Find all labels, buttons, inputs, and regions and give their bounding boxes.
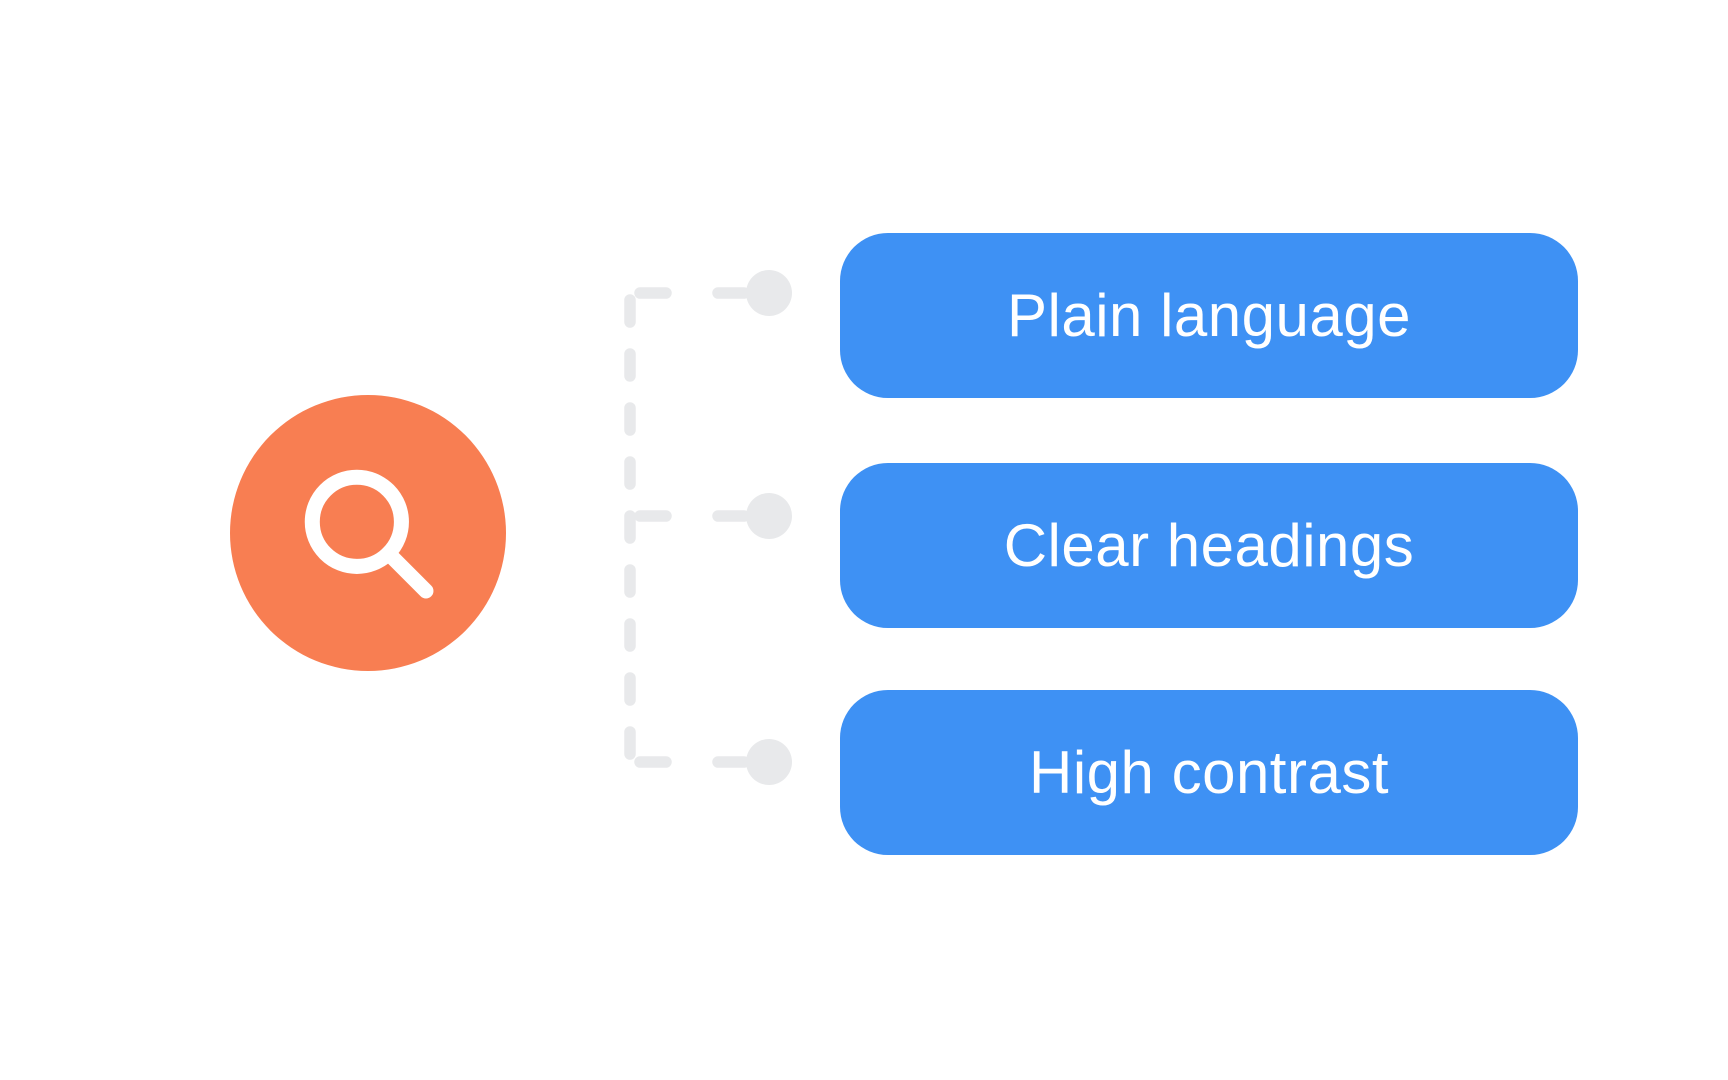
search-icon bbox=[304, 469, 434, 599]
node-label: Plain language bbox=[1006, 282, 1411, 349]
connector-dot bbox=[746, 739, 792, 785]
node-high-contrast[interactable]: High contrast bbox=[840, 690, 1578, 855]
node-clear-headings[interactable]: Clear headings bbox=[840, 463, 1578, 628]
node-label: Clear headings bbox=[1003, 512, 1415, 579]
search-hub-node[interactable] bbox=[230, 395, 506, 671]
connector-dot bbox=[746, 270, 792, 316]
node-plain-language[interactable]: Plain language bbox=[840, 233, 1578, 398]
connector-dot bbox=[746, 493, 792, 539]
node-label: High contrast bbox=[1029, 739, 1389, 806]
